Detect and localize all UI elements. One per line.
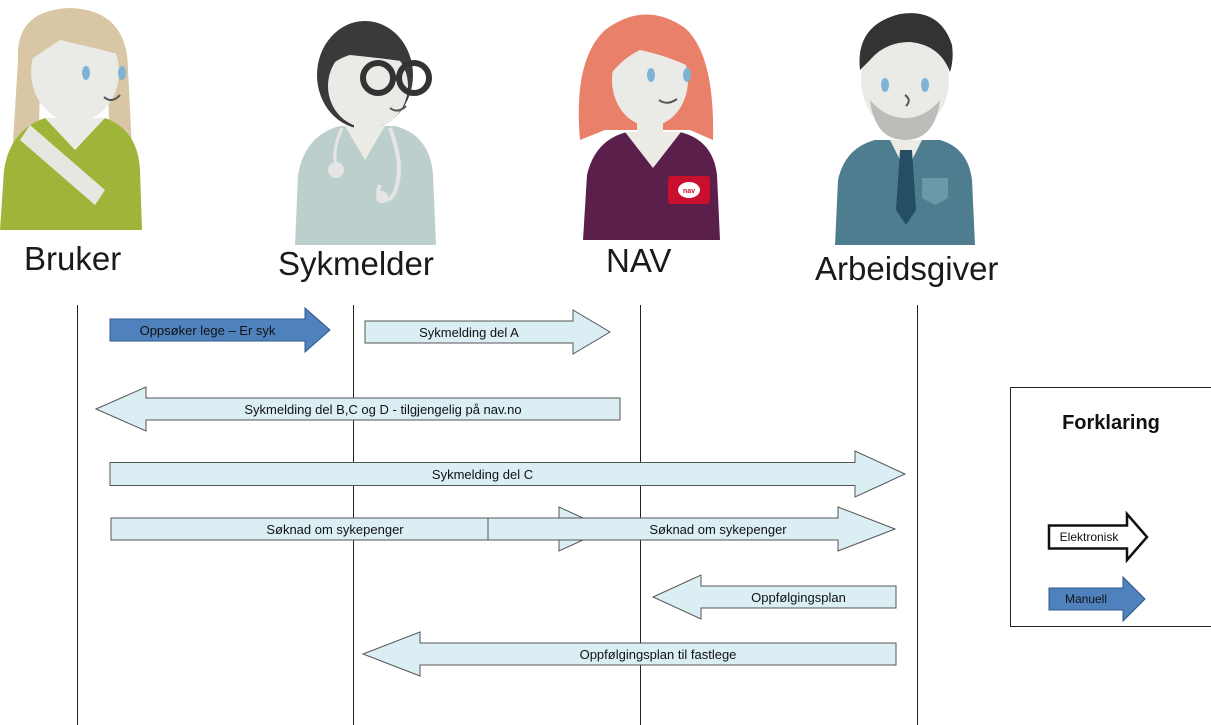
arrow-shape <box>1047 510 1149 564</box>
arrow-polygon <box>361 631 897 677</box>
nav-avatar: nav <box>578 14 720 240</box>
sykmelder-avatar <box>295 21 436 245</box>
arrow-shape <box>109 450 907 498</box>
actor-label-arbeidsgiver: Arbeidsgiver <box>815 250 999 287</box>
actor-label-nav: NAV <box>606 242 672 279</box>
legend-electronic-arrow: Elektronisk <box>1047 510 1149 564</box>
message-label: Sykmelding del C <box>431 466 534 482</box>
lifeline-sykmelder <box>353 305 354 725</box>
message-label: Søknad om sykepenger <box>649 521 787 537</box>
message-label: Sykmelding del B,C og D - tilgjengelig p… <box>244 401 522 417</box>
arrow-shape <box>109 306 331 354</box>
arrow-shape <box>651 574 897 620</box>
actor-label-sykmelder: Sykmelder <box>278 245 434 282</box>
legend-electronic-label: Elektronisk <box>1059 530 1119 544</box>
arrow-polygon <box>109 306 331 354</box>
arbeidsgiver-avatar <box>835 13 975 245</box>
lifeline-nav <box>640 305 641 725</box>
arrow-shape <box>1048 575 1146 623</box>
actor-nav: nav <box>565 0 730 240</box>
legend-box: Forklaring Elektronisk Manuell <box>1010 387 1211 627</box>
arrow-polygon <box>364 309 611 355</box>
arrow-polygon <box>651 574 897 620</box>
arrow-polygon <box>487 506 897 552</box>
actor-sykmelder <box>290 0 440 245</box>
message-arrow: Oppsøker lege – Er syk <box>109 306 331 354</box>
actor-label-bruker: Bruker <box>24 240 122 277</box>
message-arrow: Sykmelding del C <box>109 450 907 498</box>
message-arrow: Oppfølgingsplan til fastlege <box>361 631 897 677</box>
arrow-shape <box>94 386 621 432</box>
message-arrow: Oppfølgingsplan <box>651 574 897 620</box>
lifeline-arbeidsgiver <box>917 305 918 725</box>
arrow-shape <box>361 631 897 677</box>
message-arrow: Sykmelding del B,C og D - tilgjengelig p… <box>94 386 621 432</box>
message-label: Sykmelding del A <box>419 324 519 340</box>
lifeline-bruker <box>77 305 78 725</box>
message-label: Oppsøker lege – Er syk <box>139 322 276 338</box>
arrow-polygon <box>1047 510 1149 564</box>
legend-title: Forklaring <box>1062 412 1160 434</box>
legend-manual-arrow: Manuell <box>1048 575 1146 623</box>
message-arrow: Søknad om sykepenger <box>110 506 609 552</box>
actor-arbeidsgiver <box>830 0 980 245</box>
arrow-polygon <box>94 386 621 432</box>
bruker-avatar <box>0 8 142 230</box>
message-label: Søknad om sykepenger <box>266 521 404 537</box>
message-arrow: Sykmelding del A <box>364 309 611 355</box>
arrow-shape <box>487 506 897 552</box>
message-label: Oppfølgingsplan <box>751 589 846 605</box>
legend-manual-label: Manuell <box>1064 592 1108 606</box>
arrow-shape <box>364 309 611 355</box>
arrow-polygon <box>109 450 907 498</box>
message-arrow: Søknad om sykepenger <box>487 506 897 552</box>
nav-logo-text: nav <box>683 188 695 195</box>
message-label: Oppfølgingsplan til fastlege <box>579 646 737 662</box>
actor-bruker <box>0 0 150 230</box>
arrow-polygon <box>1048 575 1146 623</box>
